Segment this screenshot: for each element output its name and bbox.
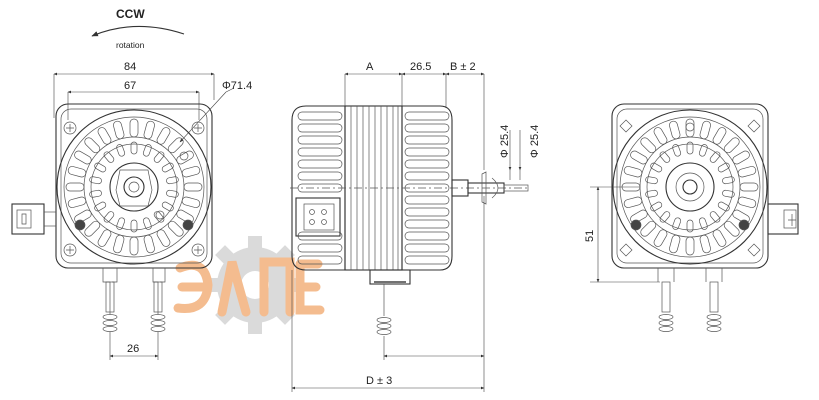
height-label: 51 [584,230,596,242]
shaft-dia-label-2: Φ 25.4 [529,125,541,158]
rear-connector [767,203,799,235]
diameter-label: Φ71.4 [222,80,252,92]
length-shaft-label: 26.5 [410,61,431,73]
side-view: A 26.5 B ± 2 [290,61,541,392]
rotation-indicator: CCW rotation [91,7,185,50]
rotation-arrow-icon [91,25,185,37]
rotation-label: rotation [116,40,145,50]
length-b-label: B ± 2 [450,61,476,73]
front-brackets [102,268,166,332]
bracket-spacing-label: 26 [127,343,139,355]
front-view: 84 67 Φ71.4 [11,61,252,360]
watermark-logo [173,236,325,334]
front-connector [11,203,56,235]
terminal-block [295,197,341,237]
front-width-label: 84 [124,61,136,73]
length-a-label: A [366,61,374,73]
hole-spacing-label: 67 [124,80,136,92]
rotation-direction: CCW [116,7,145,21]
shaft-dia-label-1: Φ 25.4 [499,125,511,158]
rear-view: 51 [584,103,799,332]
overall-length-label: D ± 3 [366,375,392,387]
